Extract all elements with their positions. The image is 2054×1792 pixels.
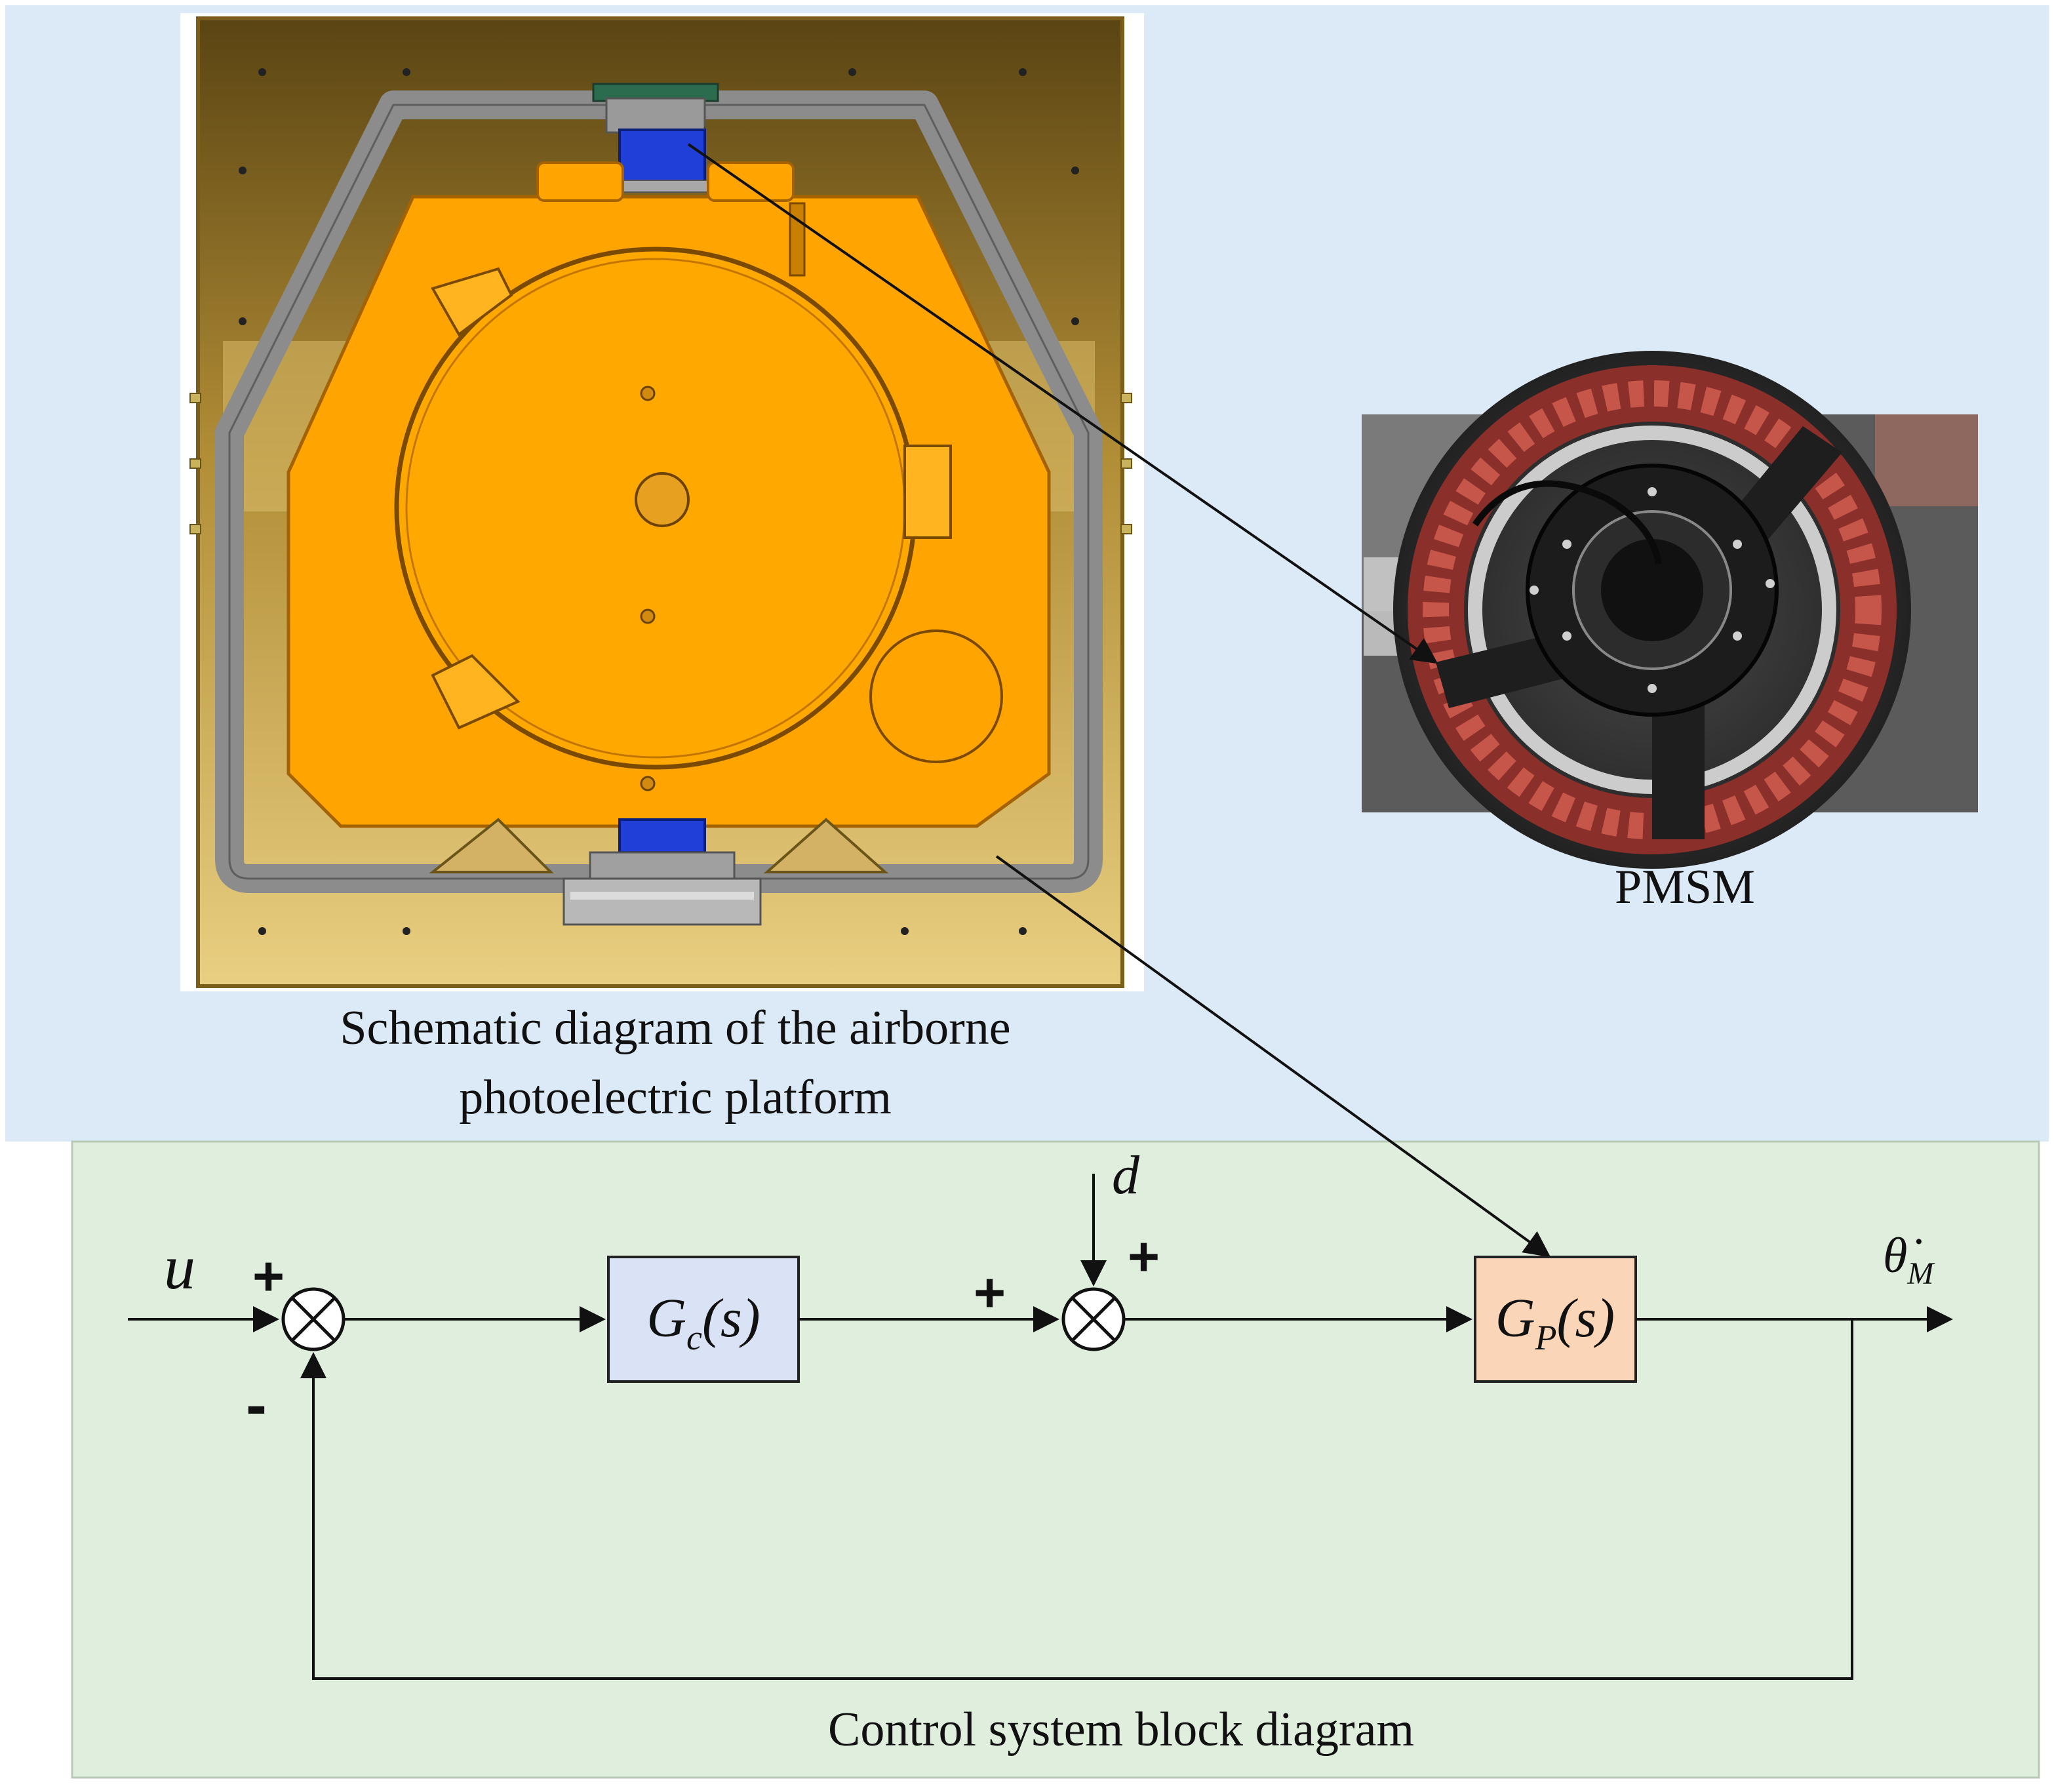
plant-subscript: P	[1535, 1318, 1557, 1357]
arrow-platform-to-plant	[995, 855, 1551, 1258]
platform-schematic	[180, 13, 1144, 991]
controller-subscript: c	[686, 1318, 702, 1357]
sum1-minus-sign: -	[246, 1370, 267, 1440]
block-diagram-panel	[71, 1140, 2040, 1779]
input-label: u	[164, 1232, 195, 1302]
pmsm-photo	[1362, 351, 1978, 869]
plant-label: GP(s)	[1495, 1288, 1615, 1357]
plant-block	[1474, 1256, 1637, 1383]
plant-argument: (s)	[1557, 1288, 1615, 1349]
pmsm-caption: PMSM	[1615, 860, 1755, 914]
sum1-plus-sign: +	[252, 1245, 285, 1307]
schematic-caption-line-1: Schematic diagram of the airborne	[340, 1001, 1011, 1055]
output-subscript: M	[1906, 1256, 1935, 1291]
controller-block	[607, 1256, 800, 1383]
schematic-caption: Schematic diagram of the airborne photoe…	[197, 993, 1154, 1132]
controller-main: G	[646, 1288, 686, 1349]
schematic-caption-line-2: photoelectric platform	[459, 1071, 892, 1125]
block-diagram-caption: Control system block diagram	[827, 1703, 1415, 1757]
control-block-diagram: u + - Gc(s) + d + GP(s)	[128, 1145, 1953, 1680]
plant-main: G	[1495, 1288, 1535, 1349]
feedback-path	[300, 1319, 1853, 1680]
output-label: θ̇M	[1883, 1228, 1935, 1291]
summing-junction-1	[281, 1287, 346, 1351]
controller-label: Gc(s)	[646, 1288, 760, 1357]
sum2-left-plus-sign: +	[974, 1262, 1006, 1323]
bottom-motor	[618, 818, 706, 854]
controller-argument: (s)	[702, 1288, 760, 1349]
arrow-motor-to-photo	[687, 143, 1438, 664]
sum2-top-plus-sign: +	[1128, 1225, 1160, 1287]
summing-junction-2	[1061, 1287, 1126, 1351]
disturbance-label: d	[1112, 1145, 1140, 1206]
top-motor	[618, 129, 706, 185]
